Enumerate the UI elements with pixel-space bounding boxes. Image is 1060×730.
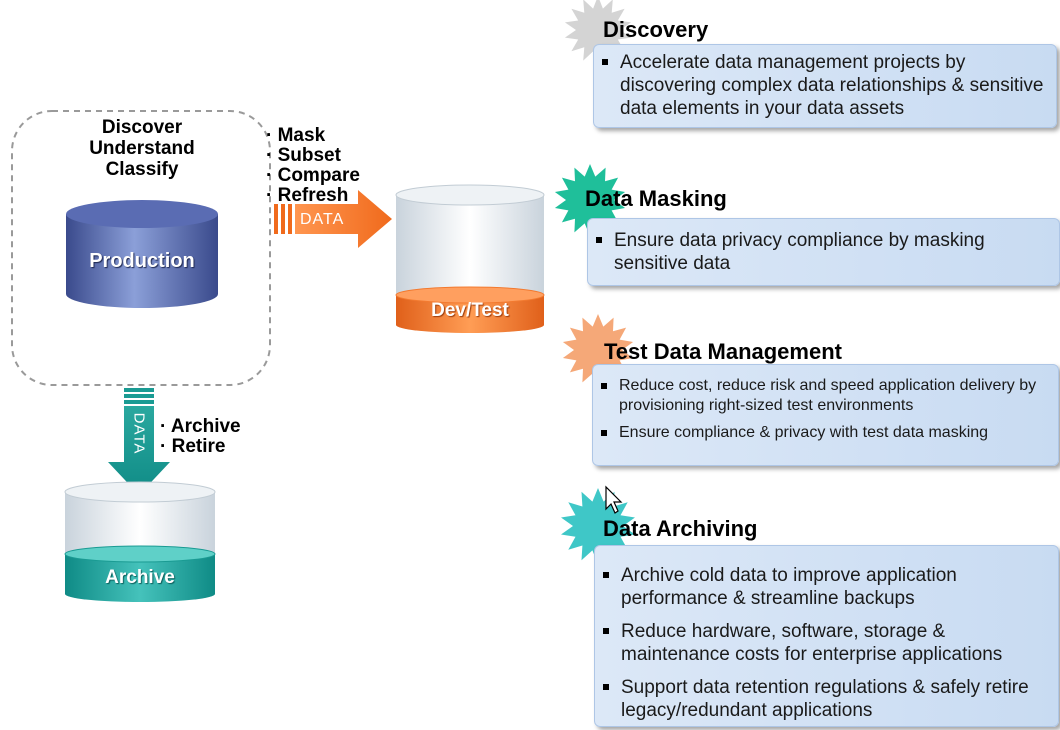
op-subset: Subset (266, 146, 360, 166)
production-group-box (11, 110, 271, 386)
devtest-cylinder (395, 184, 545, 333)
right-arrow-label: DATA (300, 211, 345, 228)
data-archiving-item: Reduce hardware, software, storage & mai… (595, 620, 1050, 666)
heading-line-discover: Discover (101, 117, 183, 138)
discovery-title: Discovery (603, 17, 709, 42)
production-group-heading: Discover Understand Classify (60, 117, 224, 180)
data-masking-panel: Ensure data privacy compliance by maskin… (587, 218, 1060, 286)
down-arrow-label: DATA (130, 412, 148, 455)
data-archiving-item: Archive cold data to improve application… (595, 564, 1050, 610)
data-archiving-panel: Archive cold data to improve application… (594, 545, 1059, 727)
data-masking-item: Ensure data privacy compliance by maskin… (588, 229, 1049, 275)
discovery-item: Accelerate data management projects by d… (594, 51, 1046, 120)
data-archiving-title: Data Archiving (603, 516, 758, 541)
production-cylinder (66, 200, 218, 308)
data-arrow-down (108, 388, 170, 495)
test-data-management-item: Reduce cost, reduce risk and speed appli… (593, 376, 1050, 416)
down-ops-list: Archive Retire (160, 417, 241, 457)
test-data-management-panel: Reduce cost, reduce risk and speed appli… (592, 364, 1059, 466)
discovery-panel: Accelerate data management projects by d… (593, 44, 1057, 128)
mouse-cursor-icon (605, 485, 623, 514)
heading-line-classify: Classify (105, 159, 179, 180)
right-ops-list: Mask Subset Compare Refresh (266, 126, 360, 206)
archive-cylinder (64, 481, 216, 602)
data-masking-title: Data Masking (585, 186, 727, 211)
op-retire: Retire (160, 437, 241, 457)
op-compare: Compare (266, 166, 360, 186)
heading-line-understand: Understand (89, 138, 195, 159)
devtest-label: Dev/Test (431, 300, 509, 321)
test-data-management-item: Ensure compliance & privacy with test da… (593, 423, 1050, 443)
test-data-management-title: Test Data Management (604, 339, 842, 364)
op-mask: Mask (266, 126, 360, 146)
production-label: Production (89, 250, 195, 272)
op-refresh: Refresh (266, 186, 360, 206)
archive-label: Archive (105, 567, 175, 588)
data-archiving-item: Support data retention regulations & saf… (595, 676, 1050, 722)
op-archive: Archive (160, 417, 241, 437)
